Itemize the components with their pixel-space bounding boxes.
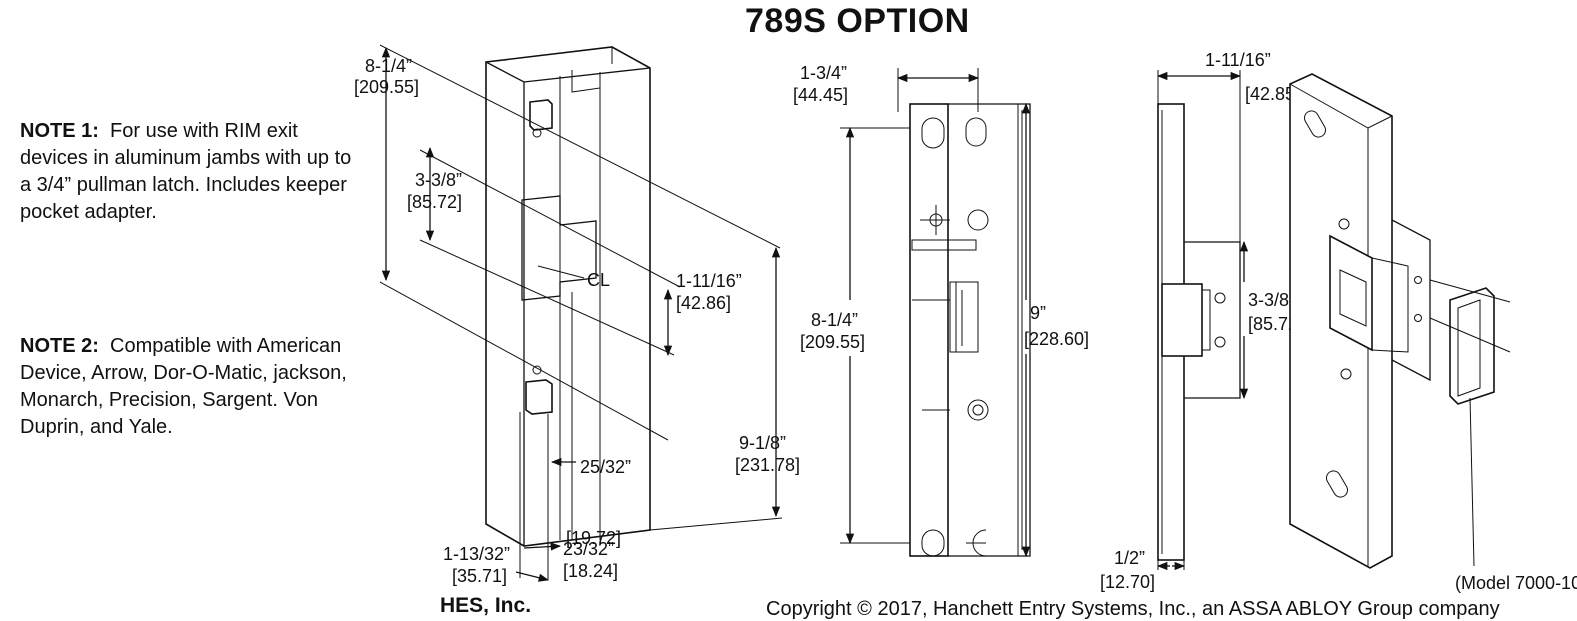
dim-iso-center-mm: [85.72] xyxy=(407,192,462,212)
dim-iso-total-in: 9-1/8” xyxy=(739,433,786,453)
copyright-notice: Copyright © 2017, Hanchett Entry Systems… xyxy=(766,598,1500,620)
note-2-label: NOTE 2: xyxy=(20,335,99,357)
strike-isometric-view xyxy=(1289,73,1511,569)
drawing-title: 789S OPTION xyxy=(745,2,970,40)
dim-side-plate-mm: [12.70] xyxy=(1100,572,1155,592)
dim-front-holes-mm: [209.55] xyxy=(800,332,865,352)
dim-side-depth-in: 1-11/16” xyxy=(1205,50,1271,70)
isometric-view xyxy=(379,44,783,582)
front-view xyxy=(840,68,1031,558)
dim-iso-a-in: 25/32” xyxy=(580,457,631,477)
dim-iso-a-mm: [19.72] xyxy=(566,528,621,548)
note-2: NOTE 2: Compatible with American Device,… xyxy=(20,333,365,441)
note-1: NOTE 1: For use with RIM exit devices in… xyxy=(20,118,365,226)
dim-cl: CL xyxy=(587,270,610,290)
dim-front-height-mm: [228.60] xyxy=(1024,329,1089,349)
note-1-label: NOTE 1: xyxy=(20,120,99,142)
dim-iso-b-in: 23/32” xyxy=(563,539,614,559)
dim-side-keeper-in: 3-3/8” xyxy=(1248,290,1295,310)
dim-iso-depth-in: 1-11/16” xyxy=(676,271,742,291)
note-1-text: For use with RIM exit devices in aluminu… xyxy=(20,120,352,223)
dim-front-width-in: 1-3/4” xyxy=(800,63,847,83)
dim-side-depth-mm: [42.85] xyxy=(1245,84,1300,104)
dim-side-plate-in: 1/2” xyxy=(1114,548,1145,568)
dim-iso-c-in: 1-13/32” xyxy=(443,544,510,564)
note-2-text: Compatible with American Device, Arrow, … xyxy=(20,335,347,438)
dim-iso-b-mm: [18.24] xyxy=(563,561,618,581)
dim-iso-depth-mm: [42.86] xyxy=(676,293,731,313)
dim-iso-center-in: 3-3/8” xyxy=(415,170,462,190)
side-view xyxy=(1156,70,1249,571)
company-name: HES, Inc. xyxy=(440,594,532,617)
dim-front-height-in: 9” xyxy=(1030,303,1046,323)
dim-front-width-mm: [44.45] xyxy=(793,85,848,105)
dim-front-holes-in: 8-1/4” xyxy=(811,310,858,330)
dim-model-label: (Model 7000-106) xyxy=(1455,573,1577,593)
dim-iso-c-mm: [35.71] xyxy=(452,566,507,586)
dim-iso-overall-mm: [209.55] xyxy=(354,77,419,97)
dim-iso-total-mm: [231.78] xyxy=(735,455,800,475)
dim-iso-overall-in: 8-1/4” xyxy=(365,56,412,76)
